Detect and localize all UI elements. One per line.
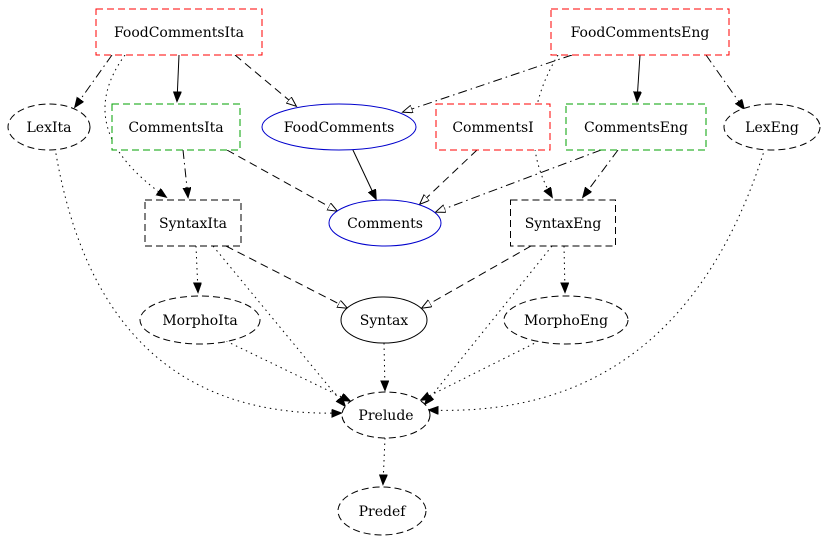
box-outline-SyntaxEng (510, 199, 616, 247)
ellipse-outline-LexIta (7, 103, 91, 151)
node-FoodCommentsEng: FoodCommentsEng (550, 8, 730, 56)
node-label-FoodComments: FoodComments (284, 120, 395, 136)
node-label-Comments: Comments (347, 216, 423, 232)
ellipse-outline-Comments (328, 199, 442, 247)
ellipse-outline-LexEng (723, 103, 821, 151)
edge-SyntaxIta-Syntax (225, 245, 347, 308)
edge-FoodCommentsEng-CommentsEng (637, 54, 640, 101)
edge-CommentsIta-Comments (226, 149, 337, 211)
edge-FoodCommentsIta-CommentsIta (177, 54, 179, 101)
ellipse-outline-Prelude (341, 391, 431, 439)
box-outline-CommentsI (435, 103, 551, 151)
node-CommentsEng: CommentsEng (565, 103, 707, 151)
edge-SyntaxIta-MorphoIta (196, 245, 198, 292)
node-label-CommentsEng: CommentsEng (584, 120, 688, 136)
ellipse-outline-Syntax (340, 296, 428, 344)
node-label-Syntax: Syntax (360, 313, 408, 329)
node-label-CommentsI: CommentsI (452, 120, 533, 136)
box-outline-FoodCommentsIta (95, 8, 263, 56)
ellipse-outline-FoodComments (261, 103, 417, 151)
node-label-Predef: Predef (359, 504, 408, 520)
edge-FoodComments-Comments (351, 147, 376, 199)
edge-MorphoIta-Prelude (225, 340, 350, 401)
node-label-FoodCommentsIta: FoodCommentsIta (114, 25, 244, 41)
node-Comments: Comments (328, 199, 442, 247)
box-outline-FoodCommentsEng (550, 8, 730, 56)
node-label-Prelude: Prelude (358, 408, 413, 424)
node-SyntaxEng: SyntaxEng (510, 199, 616, 247)
edge-SyntaxEng-Prelude (425, 245, 553, 404)
edge-FoodCommentsIta-SyntaxIta (104, 54, 166, 197)
edge-MorphoEng-Prelude (421, 340, 540, 400)
node-label-SyntaxEng: SyntaxEng (525, 216, 602, 232)
node-LexIta: LexIta (7, 103, 91, 151)
node-CommentsIta: CommentsIta (111, 103, 241, 151)
node-label-MorphoIta: MorphoIta (162, 313, 237, 329)
node-FoodCommentsIta: FoodCommentsIta (95, 8, 263, 56)
node-CommentsI: CommentsI (435, 103, 551, 151)
box-outline-SyntaxIta (144, 199, 242, 247)
edge-Prelude-Predef (383, 437, 385, 484)
edge-Syntax-Prelude (384, 342, 385, 390)
box-outline-CommentsEng (565, 103, 707, 151)
node-Prelude: Prelude (341, 391, 431, 439)
edge-FoodCommentsEng-LexEng (705, 54, 744, 109)
ellipse-outline-MorphoEng (503, 295, 629, 345)
edge-FoodCommentsEng-FoodComments (403, 54, 573, 112)
edge-SyntaxEng-Syntax (422, 245, 532, 308)
node-label-SyntaxIta: SyntaxIta (159, 216, 227, 232)
edge-SyntaxEng-MorphoEng (564, 245, 565, 292)
edge-FoodCommentsIta-LexIta (75, 54, 113, 107)
edge-CommentsIta-SyntaxIta (183, 149, 188, 197)
node-label-MorphoEng: MorphoEng (524, 313, 608, 329)
ellipse-outline-MorphoIta (139, 295, 261, 345)
node-SyntaxIta: SyntaxIta (144, 199, 242, 247)
node-MorphoIta: MorphoIta (139, 295, 261, 345)
box-outline-CommentsIta (111, 103, 241, 151)
node-label-LexIta: LexIta (27, 120, 72, 136)
node-label-CommentsIta: CommentsIta (128, 120, 223, 136)
node-Syntax: Syntax (340, 296, 428, 344)
edge-CommentsEng-Comments (436, 149, 602, 212)
node-FoodComments: FoodComments (261, 103, 417, 151)
node-MorphoEng: MorphoEng (503, 295, 629, 345)
node-label-FoodCommentsEng: FoodCommentsEng (571, 25, 710, 41)
edge-CommentsEng-SyntaxEng (583, 149, 619, 197)
node-Predef: Predef (337, 486, 427, 536)
edge-FoodCommentsIta-FoodComments (234, 54, 296, 106)
ellipse-outline-Predef (337, 486, 427, 536)
node-LexEng: LexEng (723, 103, 821, 151)
edge-LexIta-Prelude (54, 147, 341, 413)
edge-CommentsI-Comments (420, 149, 478, 204)
node-label-LexEng: LexEng (745, 120, 799, 136)
